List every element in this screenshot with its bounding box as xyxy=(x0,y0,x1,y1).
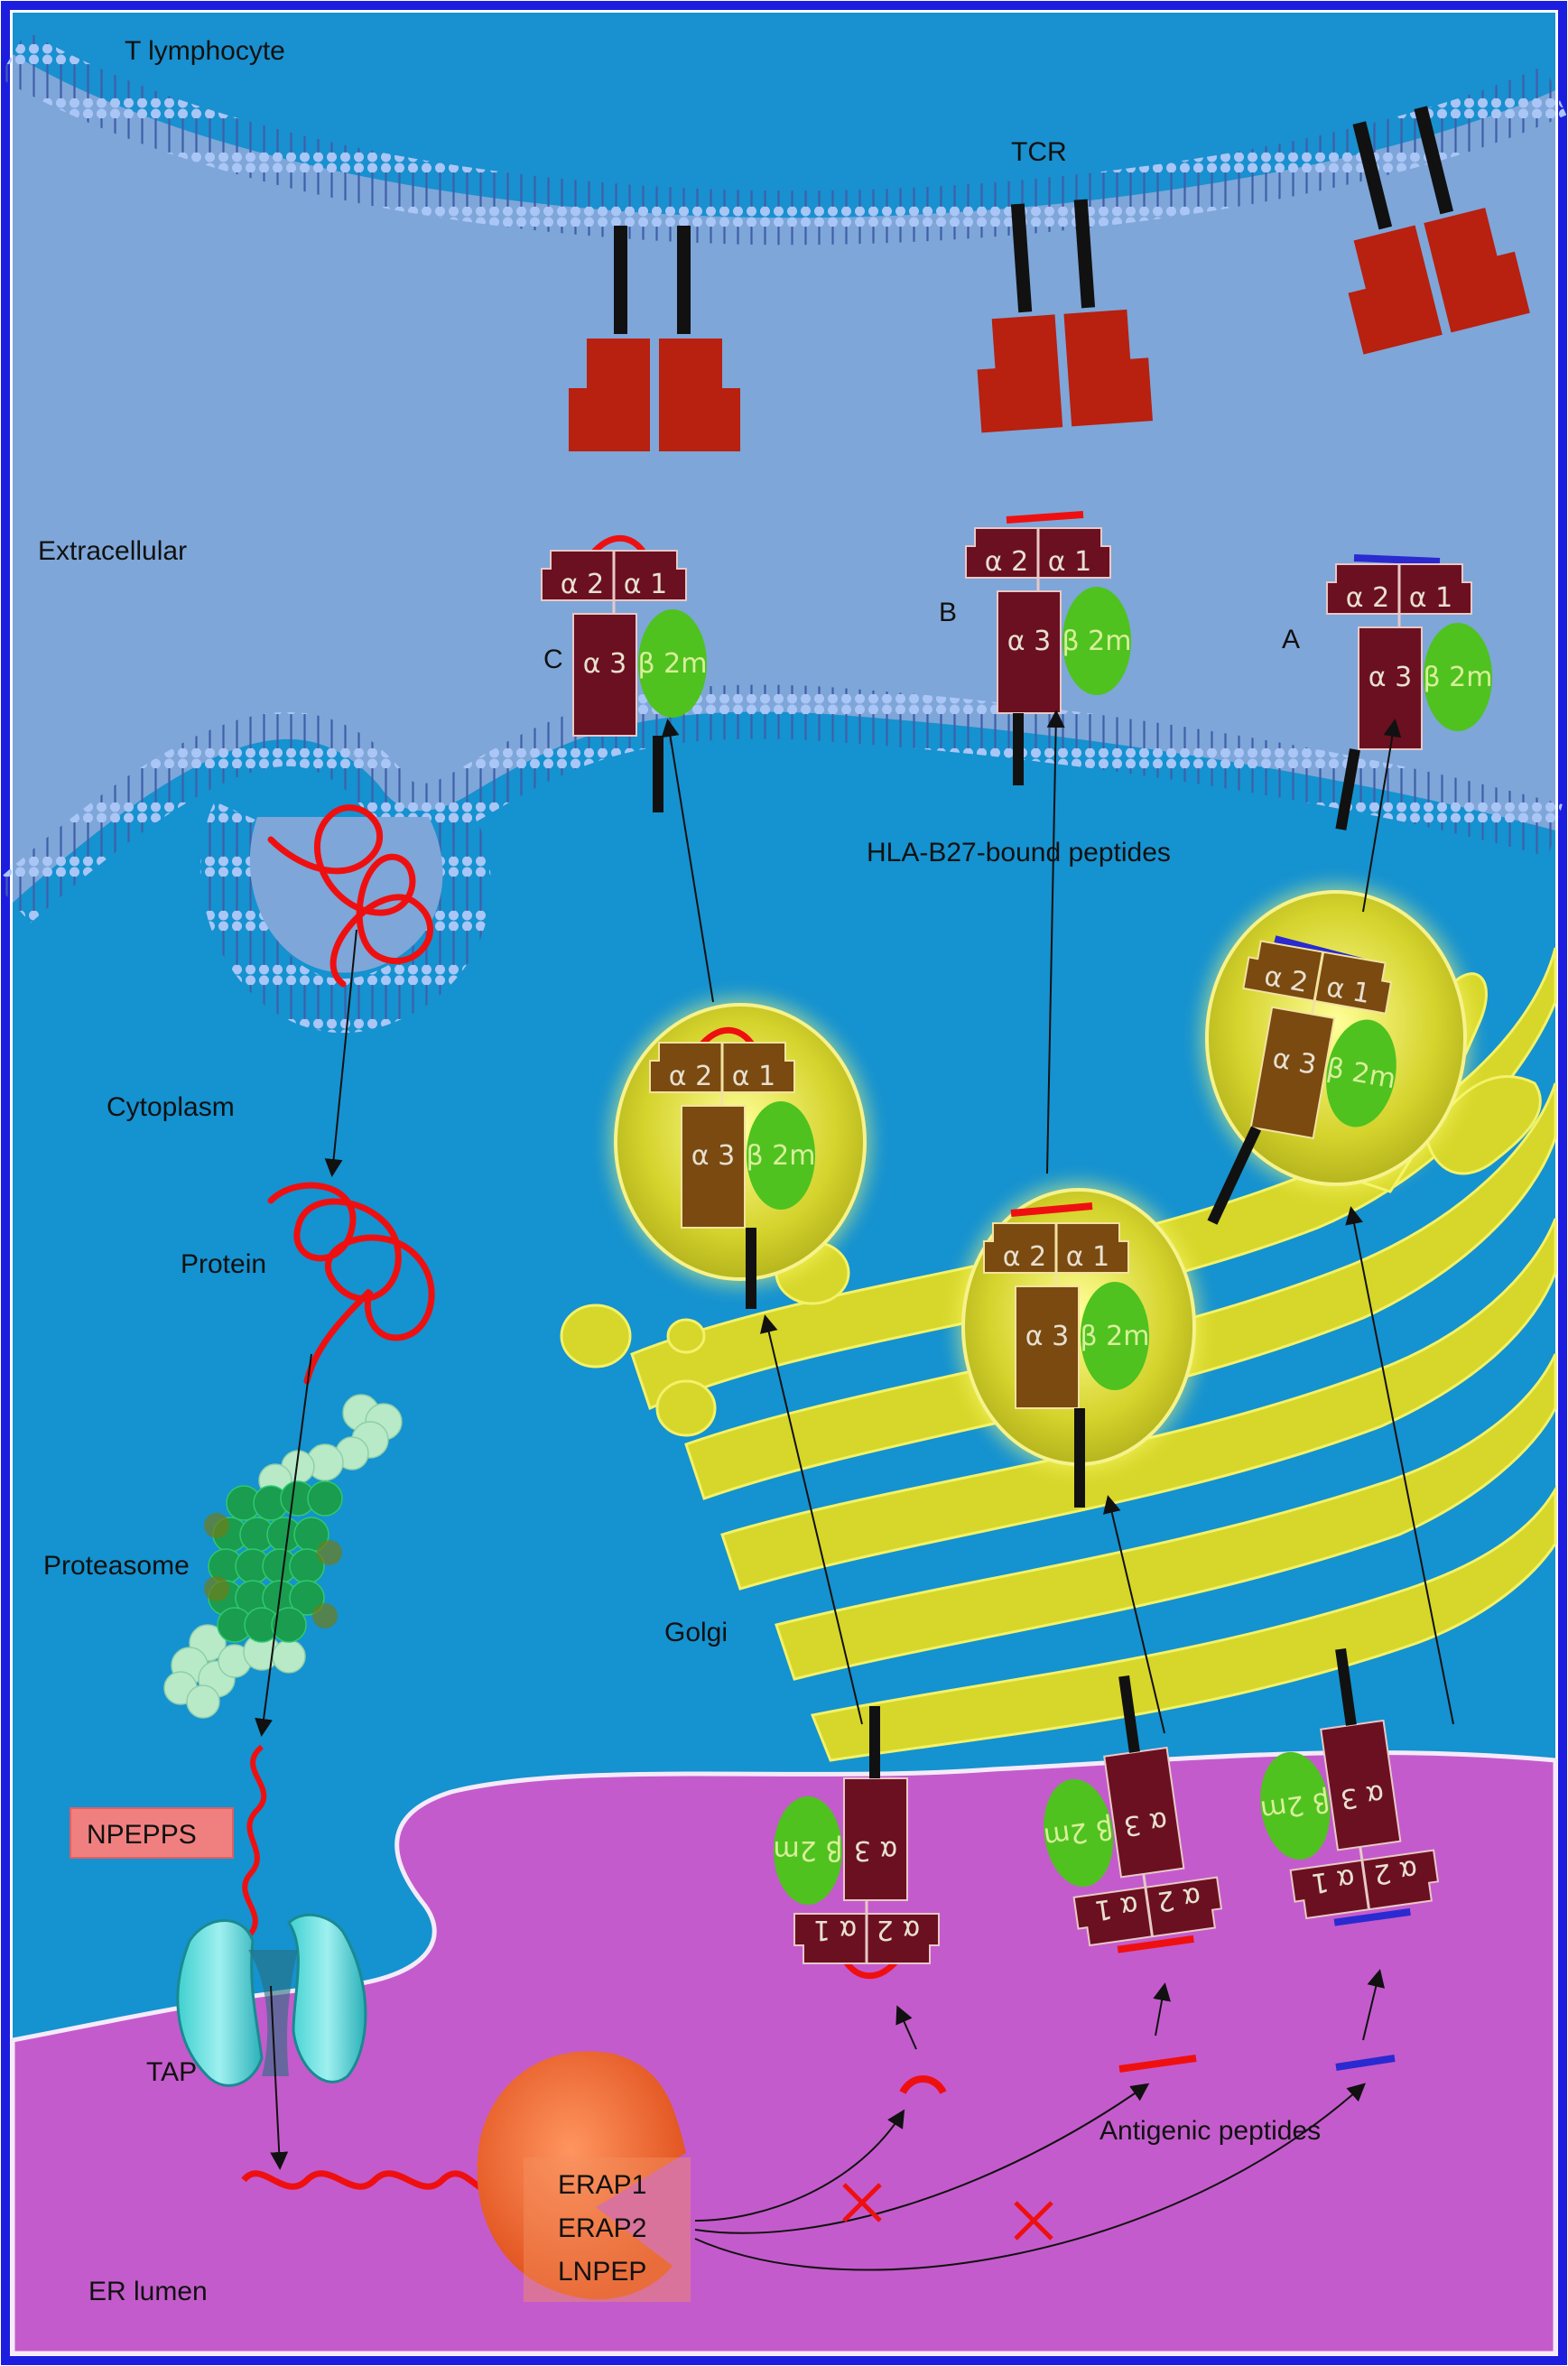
alpha1-label: α 1 xyxy=(1409,582,1452,614)
npepps-box xyxy=(70,1807,234,1859)
alpha3-label: α 3 xyxy=(1270,1043,1319,1081)
label-pathway-a: A xyxy=(1282,625,1300,654)
b2m-label: β 2m xyxy=(1424,662,1493,693)
b2m-label: β 2m xyxy=(747,1140,816,1172)
protein-cytoplasm xyxy=(267,1182,435,1385)
t-cell-membrane xyxy=(0,31,1567,246)
antigenic-peptide-c xyxy=(899,2075,947,2095)
alpha2-label: α 2 xyxy=(1346,582,1389,614)
alpha3-label: α 3 xyxy=(1007,626,1051,657)
b2m-label: β 2m xyxy=(638,648,708,680)
label-lnpep: LNPEP xyxy=(558,2257,646,2287)
peptide-canonical xyxy=(1006,511,1084,524)
label-golgi: Golgi xyxy=(664,1618,728,1647)
alpha3-label: α 3 xyxy=(1369,662,1412,693)
alpha2-label: α 2 xyxy=(1372,1853,1420,1890)
hla-surface-c: α 2 α 1 α 3 β 2m xyxy=(541,534,708,812)
hla-er-c: α 2 α 1 α 3 β 2m xyxy=(774,1706,940,1980)
hla-surface-a: α 2 α 1 α 3 β 2m xyxy=(1326,554,1493,830)
alpha2-label: α 2 xyxy=(1003,1241,1046,1273)
alpha3-label: α 3 xyxy=(583,648,626,680)
er-peptide xyxy=(241,2170,503,2195)
alpha2-label: α 2 xyxy=(985,546,1028,578)
label-pathway-b: B xyxy=(939,598,957,627)
alpha1-label: α 1 xyxy=(1048,546,1091,578)
label-erap2: ERAP2 xyxy=(558,2213,646,2243)
alpha1-label: α 1 xyxy=(813,1914,857,1945)
b2m-label: β 2m xyxy=(1062,626,1132,657)
alpha2-label: α 2 xyxy=(1262,960,1311,999)
alpha3-label: α 3 xyxy=(1025,1321,1069,1352)
extracellular-region xyxy=(13,54,1555,903)
label-hla-bound-peptides: HLA-B27-bound peptides xyxy=(867,838,1171,868)
label-cytoplasm: Cytoplasm xyxy=(107,1092,235,1122)
hla-vesicle-a: α 2 α 1 α 3 β 2m xyxy=(1207,935,1398,1225)
label-tap: TAP xyxy=(146,2057,197,2087)
hla-vesicle-b: α 2 α 1 α 3 β 2m xyxy=(983,1202,1150,1508)
label-npepps: NPEPPS xyxy=(87,1820,197,1850)
alpha3-label: α 3 xyxy=(1339,1777,1387,1814)
peptide-blue xyxy=(1353,554,1441,565)
alpha1-label: α 1 xyxy=(1324,971,1373,1010)
antigenic-peptide-a xyxy=(1335,2055,1396,2071)
tcr-receptors xyxy=(569,106,1530,451)
alpha1-label: α 1 xyxy=(1309,1861,1357,1898)
label-pathway-c: C xyxy=(543,645,563,674)
label-antigenic-peptides: Antigenic peptides xyxy=(1099,2116,1321,2146)
alpha2-label: α 2 xyxy=(561,569,604,600)
alpha3-label: α 3 xyxy=(854,1834,897,1866)
alpha2-label: α 2 xyxy=(669,1061,712,1092)
alpha3-label: α 3 xyxy=(1122,1805,1170,1842)
hla-vesicle-c: α 2 α 1 α 3 β 2m xyxy=(649,1026,816,1309)
alpha1-label: α 1 xyxy=(1092,1888,1140,1925)
b2m-label: β 2m xyxy=(1081,1321,1150,1352)
label-extracellular: Extracellular xyxy=(38,536,187,566)
hla-surface-b: α 2 α 1 α 3 β 2m xyxy=(965,511,1132,785)
alpha1-label: α 1 xyxy=(624,569,667,600)
alpha2-label: α 2 xyxy=(1155,1880,1203,1917)
label-erap1: ERAP1 xyxy=(558,2170,646,2200)
label-t-lymphocyte: T lymphocyte xyxy=(125,36,285,66)
antigenic-peptide-b xyxy=(1118,2055,1197,2073)
pathway-arrows xyxy=(255,710,1454,2271)
blocked-marks xyxy=(842,2183,1053,2241)
label-proteasome: Proteasome xyxy=(43,1551,190,1581)
alpha3-label: α 3 xyxy=(691,1140,735,1172)
alpha1-label: α 1 xyxy=(1066,1241,1109,1273)
protein-in-endosome xyxy=(267,804,434,988)
label-er-lumen: ER lumen xyxy=(88,2277,208,2306)
b2m-label: β 2m xyxy=(774,1834,843,1866)
degraded-peptide xyxy=(242,1744,267,1939)
hla-er-b: α 2 α 1 α 3 β 2m xyxy=(1042,1675,1223,1953)
alpha1-label: α 1 xyxy=(732,1061,775,1092)
alpha2-label: α 2 xyxy=(877,1914,920,1945)
label-tcr: TCR xyxy=(1011,137,1067,167)
hla-er-a: α 2 α 1 α 3 β 2m xyxy=(1258,1647,1440,1926)
endocytic-pit xyxy=(200,798,491,1034)
plasma-membrane xyxy=(0,684,1563,923)
proteasome xyxy=(163,1394,403,1719)
erap-enzyme xyxy=(477,2051,691,2302)
label-protein: Protein xyxy=(181,1249,266,1279)
peptide-bulged xyxy=(589,534,648,558)
